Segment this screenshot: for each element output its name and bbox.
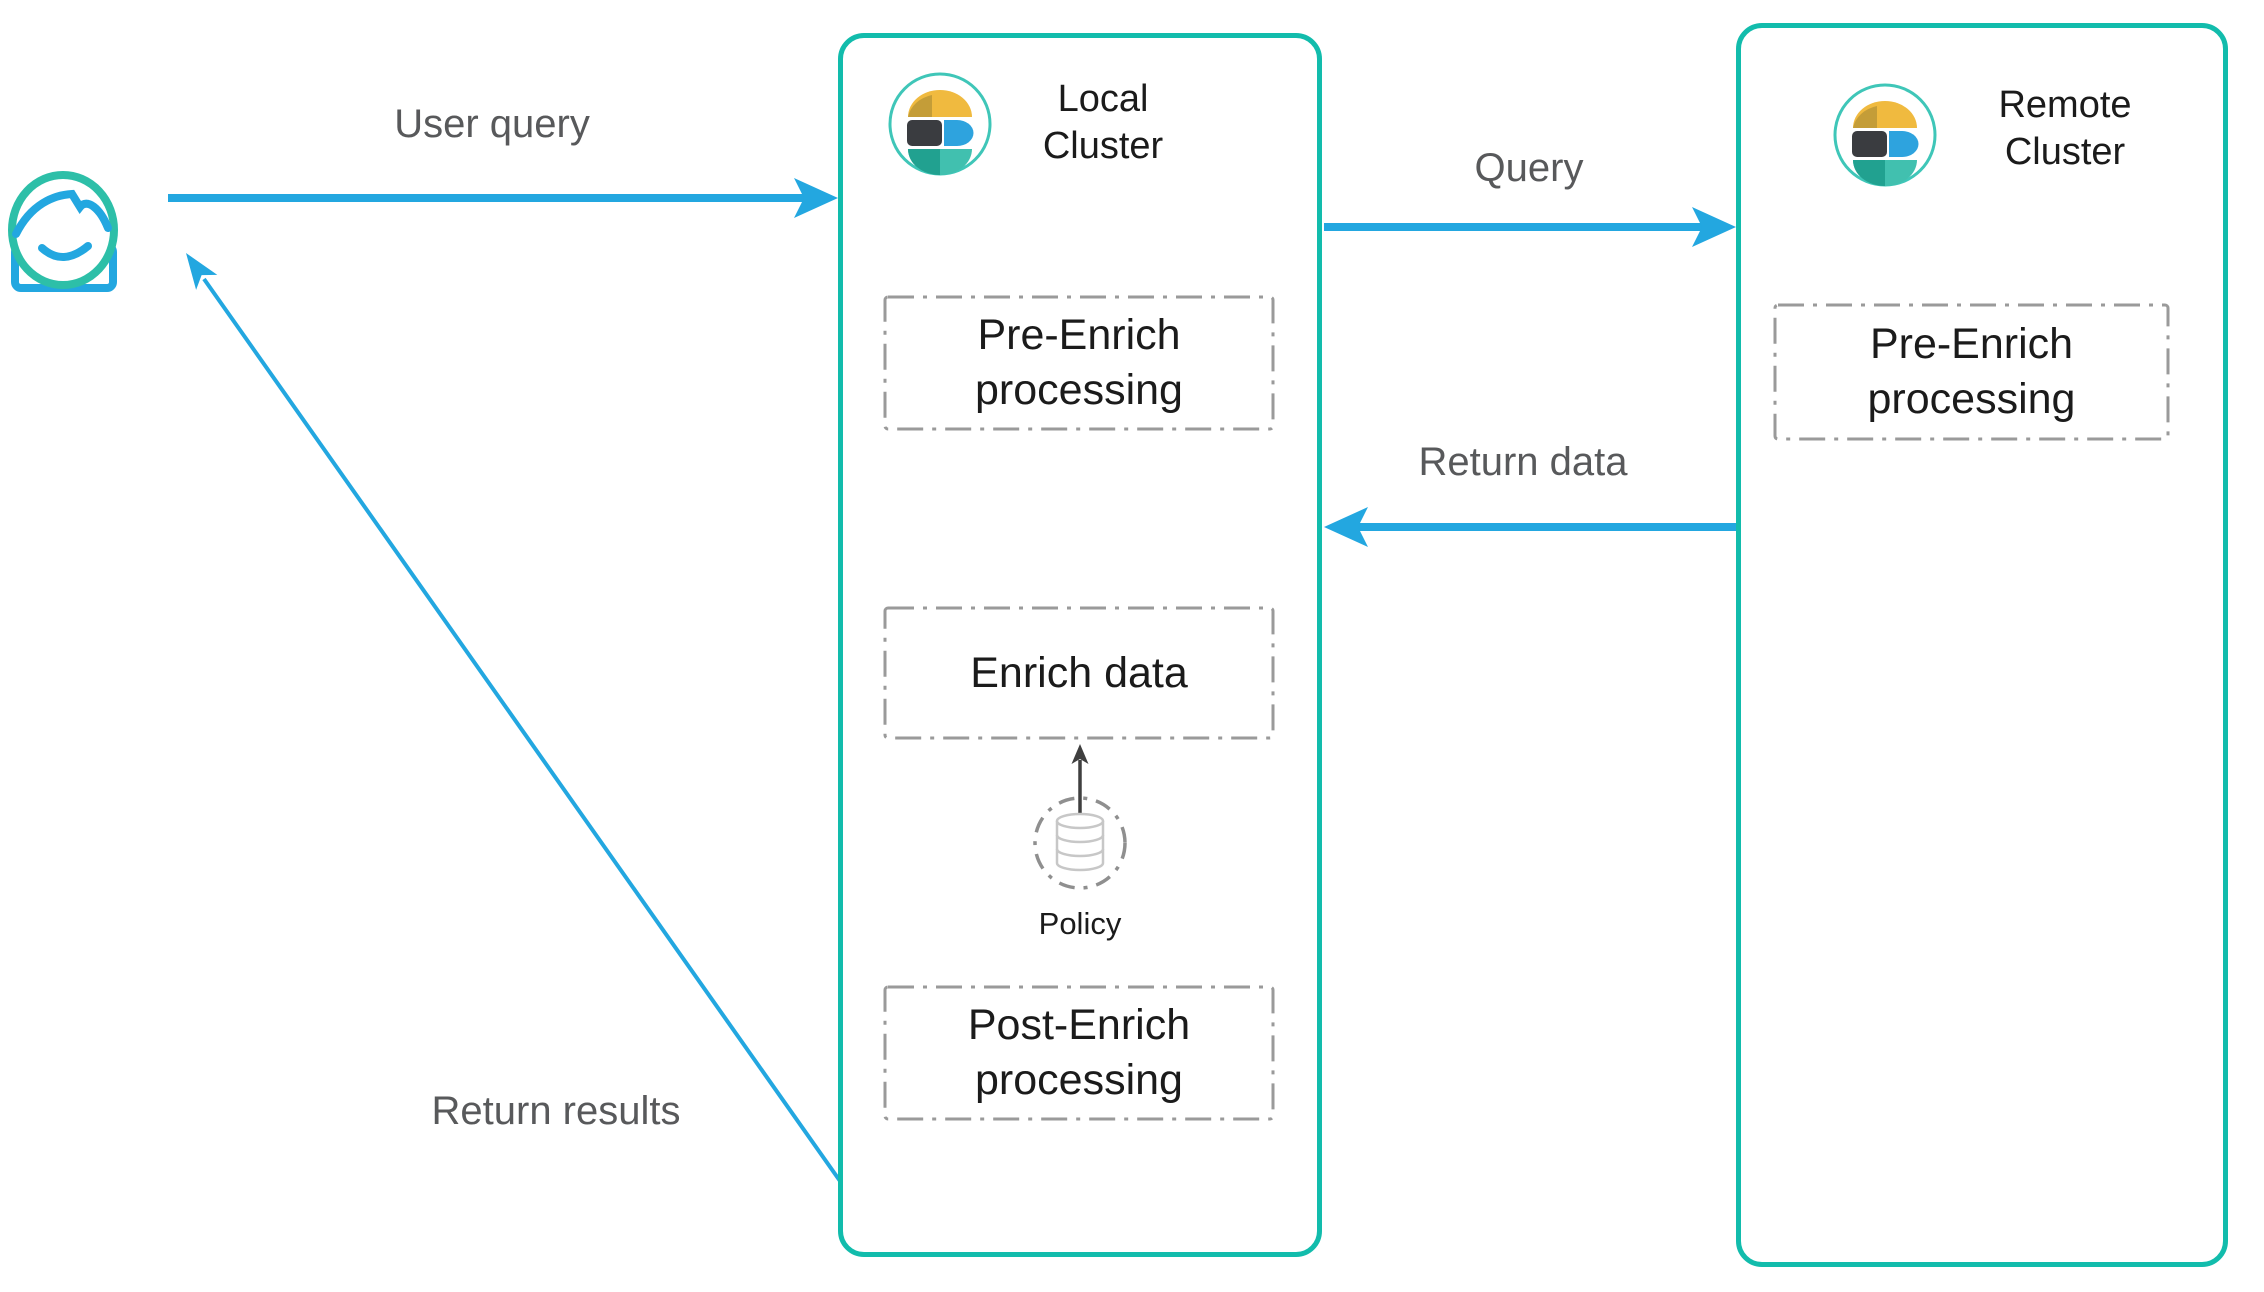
remote-cluster-box: Remote Cluster Pre-Enrich processing: [1736, 23, 2228, 1267]
return-data-arrow: [1324, 507, 1737, 547]
query-arrow: [1324, 207, 1736, 247]
user-smile-shape: [38, 242, 92, 261]
post-enrich-processing-label: Post-Enrich processing: [967, 1001, 1191, 1104]
pre-enrich-processing-box: Pre-Enrich processing: [883, 295, 1275, 431]
query-label: Query: [1474, 146, 1584, 190]
user-query-label: User query: [394, 102, 590, 146]
policy-database-icon: [1033, 796, 1127, 890]
local-cluster-title: Local Cluster: [1042, 78, 1164, 167]
local-cluster-box: Local Cluster Pre-Enrich processing Enri…: [838, 33, 1322, 1257]
enrich-data-box: Enrich data: [883, 606, 1275, 740]
elasticsearch-logo-icon: [888, 72, 992, 176]
remote-pre-enrich-processing-label: Pre-Enrich processing: [1867, 320, 2076, 423]
return-results-arrow: [186, 253, 842, 1183]
user-hair-shape: [12, 189, 112, 238]
user-face-icon: [8, 171, 118, 292]
elasticsearch-logo-icon: [1833, 83, 1937, 187]
policy-label: Policy: [1038, 906, 1122, 941]
post-enrich-processing-box: Post-Enrich processing: [883, 985, 1275, 1121]
enrich-data-label: Enrich data: [970, 648, 1188, 697]
return-results-label: Return results: [431, 1089, 681, 1133]
pre-enrich-processing-label: Pre-Enrich processing: [975, 311, 1183, 414]
return-data-label: Return data: [1418, 440, 1628, 484]
remote-cluster-title: Remote Cluster: [1998, 84, 2132, 173]
user-query-arrow: [168, 178, 838, 218]
remote-pre-enrich-processing-box: Pre-Enrich processing: [1773, 303, 2170, 441]
